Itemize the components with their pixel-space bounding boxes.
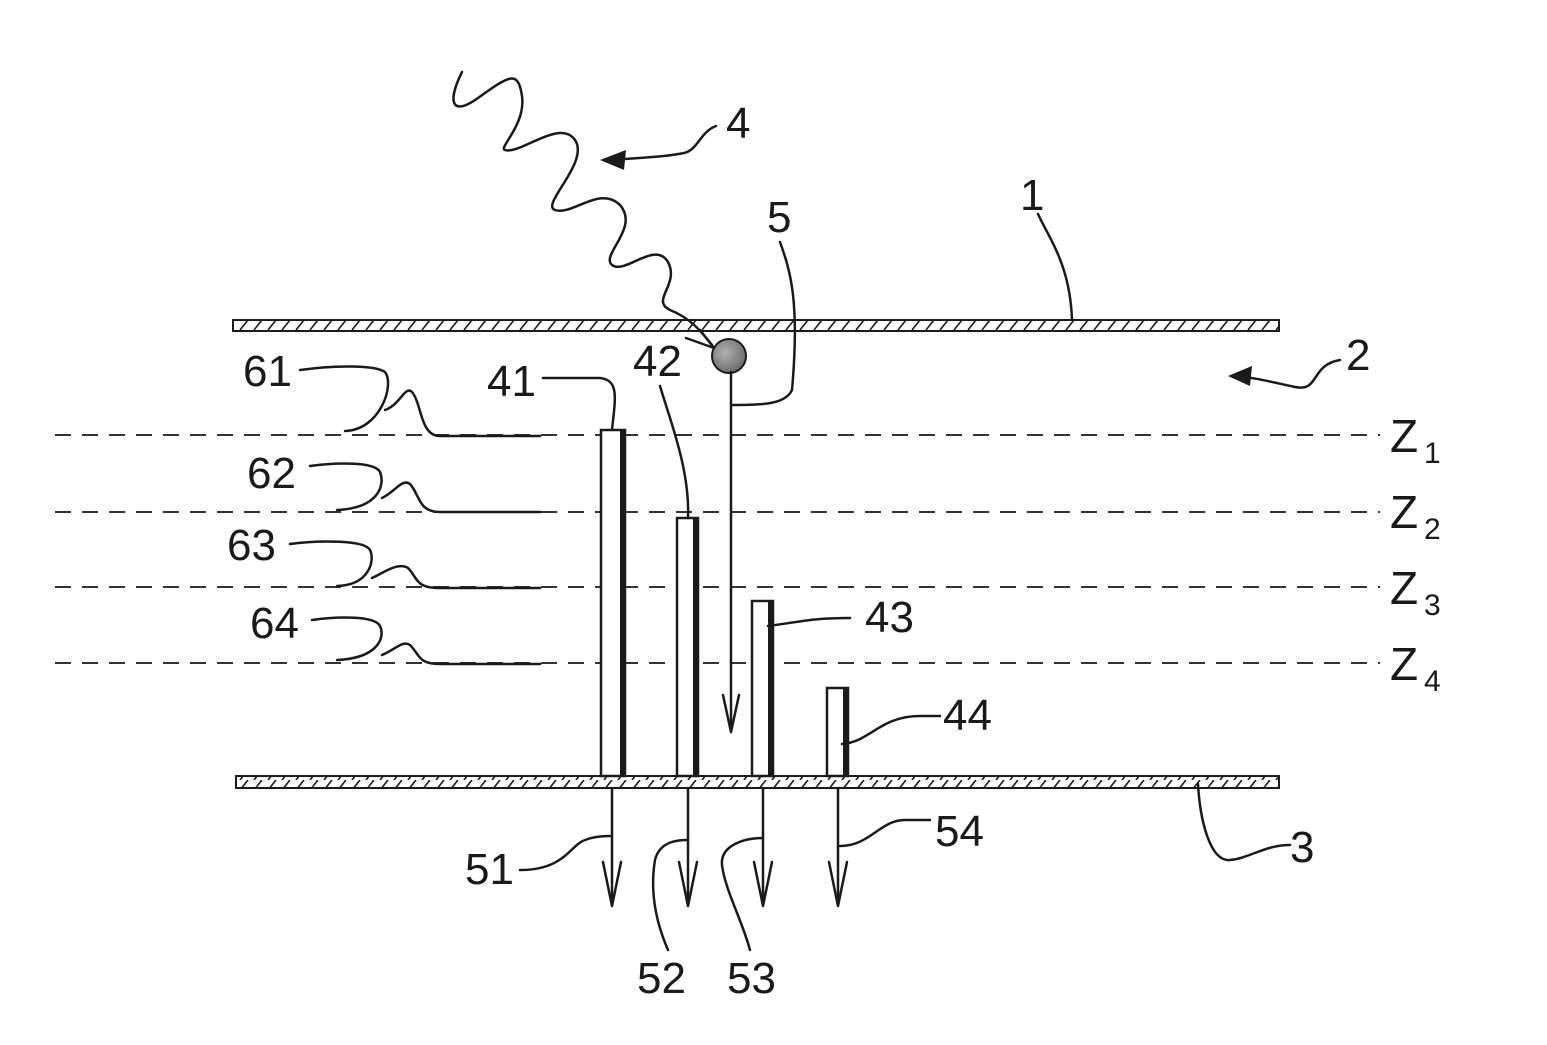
leader-63	[290, 542, 540, 588]
output-arrow-51	[603, 788, 621, 906]
radiation-wave	[454, 72, 712, 345]
svg-text:1: 1	[1424, 437, 1441, 470]
svg-text:3: 3	[1424, 589, 1441, 622]
label-62: 62	[247, 449, 296, 498]
pillar-44	[827, 688, 848, 776]
label-44: 44	[943, 691, 992, 740]
leader-54	[840, 820, 930, 846]
output-arrow-53	[754, 788, 772, 906]
label-64: 64	[250, 599, 299, 648]
leader-44	[842, 716, 940, 744]
top-plate	[233, 320, 1279, 331]
leader-3	[1198, 784, 1290, 860]
svg-text:Z: Z	[1390, 410, 1418, 462]
label-41: 41	[487, 357, 536, 406]
svg-text:4: 4	[1424, 665, 1441, 698]
leader-41	[543, 378, 615, 430]
bottom-plate	[236, 776, 1279, 788]
leader-2-arrowhead	[1228, 366, 1252, 386]
svg-text:Z: Z	[1390, 486, 1418, 538]
z3-label: Z 3	[1390, 562, 1441, 622]
pillar-41	[601, 430, 625, 776]
leader-62	[310, 464, 540, 512]
leader-52	[653, 840, 688, 950]
label-43: 43	[865, 593, 914, 642]
label-4: 4	[726, 99, 750, 148]
leader-1	[1038, 214, 1072, 320]
leader-43	[768, 618, 850, 626]
leader-64	[312, 618, 540, 664]
svg-text:Z: Z	[1390, 638, 1418, 690]
output-arrow-52	[679, 788, 697, 906]
label-53: 53	[727, 954, 776, 1003]
z2-label: Z 2	[1390, 486, 1441, 546]
z4-label: Z 4	[1390, 638, 1441, 698]
pillar-42	[677, 518, 698, 776]
label-5: 5	[767, 193, 791, 242]
label-42: 42	[633, 337, 682, 386]
label-2: 2	[1346, 331, 1370, 380]
label-1: 1	[1020, 171, 1044, 220]
label-63: 63	[227, 521, 276, 570]
z1-label: Z 1	[1390, 410, 1441, 470]
label-54: 54	[935, 807, 984, 856]
pillar-43	[752, 601, 773, 776]
leader-4-arrowhead	[600, 150, 626, 170]
label-61: 61	[243, 347, 292, 396]
label-52: 52	[637, 954, 686, 1003]
svg-text:2: 2	[1424, 513, 1441, 546]
svg-text:Z: Z	[1390, 562, 1418, 614]
particle-dot	[712, 339, 746, 373]
leader-51	[520, 836, 610, 870]
label-51: 51	[465, 845, 514, 894]
label-3: 3	[1290, 823, 1314, 872]
leader-53	[722, 838, 763, 950]
leader-42	[660, 386, 688, 518]
